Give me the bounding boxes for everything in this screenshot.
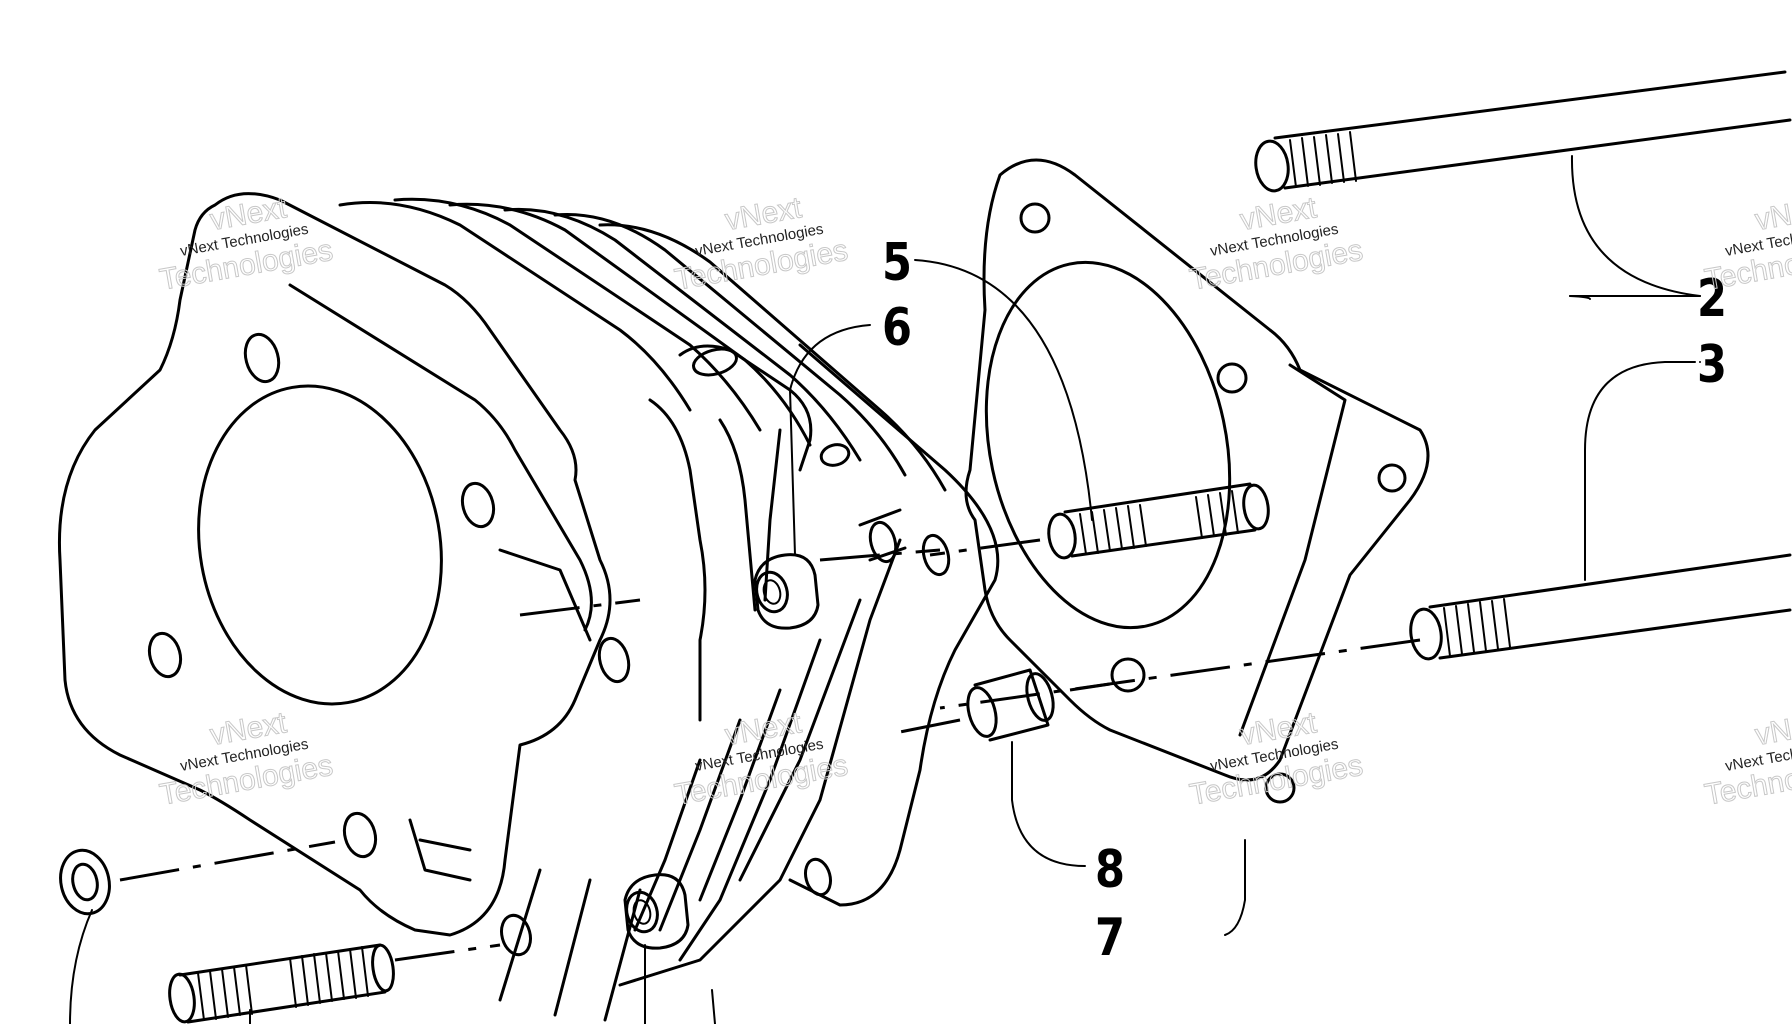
watermark: vNext vNext Technologies Technologies (1187, 191, 1366, 298)
cylinder-body (57, 192, 1000, 1022)
watermark: vNext vNext Technologies Technologies (1702, 706, 1792, 813)
base-gasket (964, 158, 1430, 804)
watermark: vNext vNext Technologies Technologies (1187, 706, 1366, 813)
callout-7: 7 (1095, 908, 1125, 968)
callout-8: 8 (1095, 840, 1125, 900)
callout-6: 6 (882, 298, 912, 358)
watermark: vNext vNext Technologies Technologies (672, 191, 851, 298)
watermark: vNext vNext Technologies Technologies (157, 706, 336, 813)
watermark: vNext vNext Technologies Technologies (1702, 191, 1792, 298)
lower-nut (623, 873, 690, 950)
lower-left-stud (168, 943, 501, 1024)
callout-2: 3 (1697, 335, 1727, 395)
callout-labels: 2 3 5 6 8 7 (882, 233, 1727, 968)
long-stud-bolt-upper (1254, 70, 1792, 193)
o-ring-washer (59, 840, 336, 916)
callout-5: 5 (882, 233, 912, 293)
dowel-pin (899, 668, 1111, 742)
cylinder-nut (753, 553, 820, 630)
callout-3: 2 (1697, 269, 1727, 329)
svg-text:vNext: vNext (1753, 706, 1792, 752)
long-stud-bolt-lower (939, 553, 1792, 710)
watermark: vNext vNext Technologies Technologies (157, 191, 336, 298)
svg-text:vNext: vNext (1753, 191, 1792, 237)
callout-leaders (69, 155, 1701, 1024)
